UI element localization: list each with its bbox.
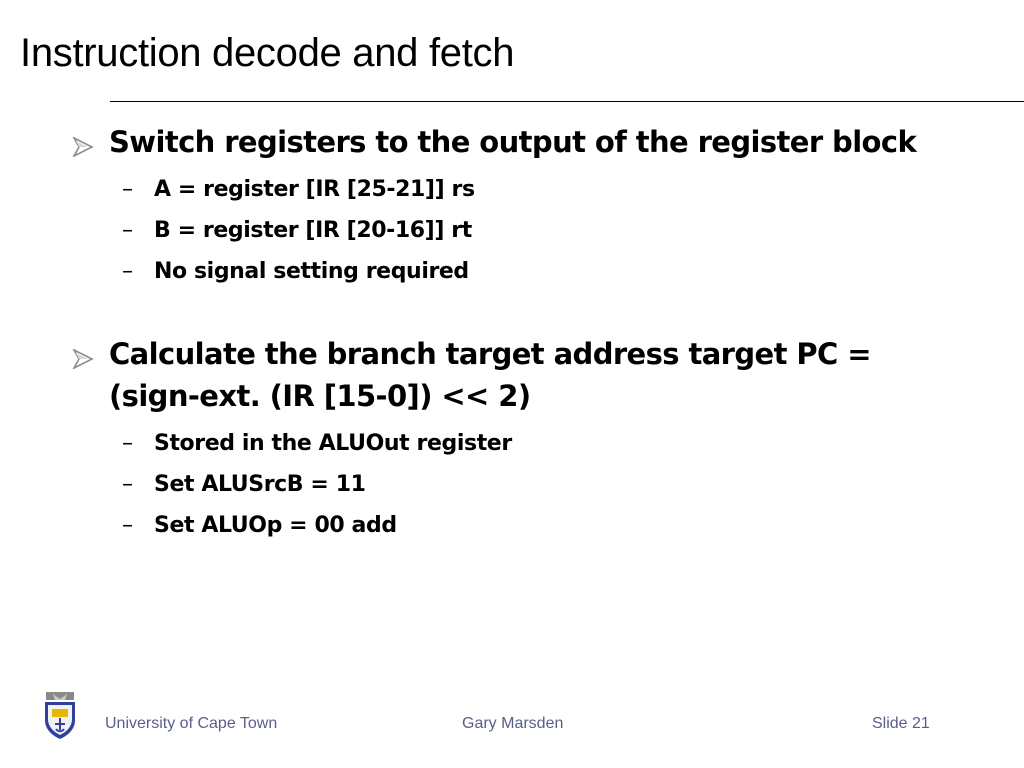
footer-author: Gary Marsden [462,715,564,732]
bullet-text: Calculate the branch target address targ… [109,337,872,413]
bullet-text: Switch registers to the output of the re… [109,125,917,159]
sub-item-text: Set ALUSrcB = 11 [154,472,366,497]
arrowhead-bullet-icon [72,349,94,369]
arrowhead-bullet-icon [72,137,94,157]
sub-item: – Stored in the ALUOut register [122,430,922,460]
title-divider [110,101,1024,102]
sub-item: – No signal setting required [122,258,922,288]
dash-bullet: – [122,177,133,202]
sub-item-text: Stored in the ALUOut register [154,431,512,456]
dash-bullet: – [122,472,133,497]
sub-item-text: No signal setting required [154,259,469,284]
university-crest-icon [43,692,77,740]
dash-bullet: – [122,259,133,284]
sub-item: – B = register [IR [20-16]] rt [122,217,922,247]
sub-item: – A = register [IR [25-21]] rs [122,176,922,206]
sub-item: – Set ALUOp = 00 add [122,512,922,542]
dash-bullet: – [122,218,133,243]
dash-bullet: – [122,513,133,538]
sub-item-text: B = register [IR [20-16]] rt [154,218,472,243]
sub-item: – Set ALUSrcB = 11 [122,471,922,501]
slide-title: Instruction decode and fetch [20,31,515,75]
footer-slide-number: Slide 21 [872,715,930,732]
dash-bullet: – [122,431,133,456]
sub-item-text: Set ALUOp = 00 add [154,513,397,538]
footer-institution: University of Cape Town [105,715,278,732]
sub-item-text: A = register [IR [25-21]] rs [154,177,475,202]
